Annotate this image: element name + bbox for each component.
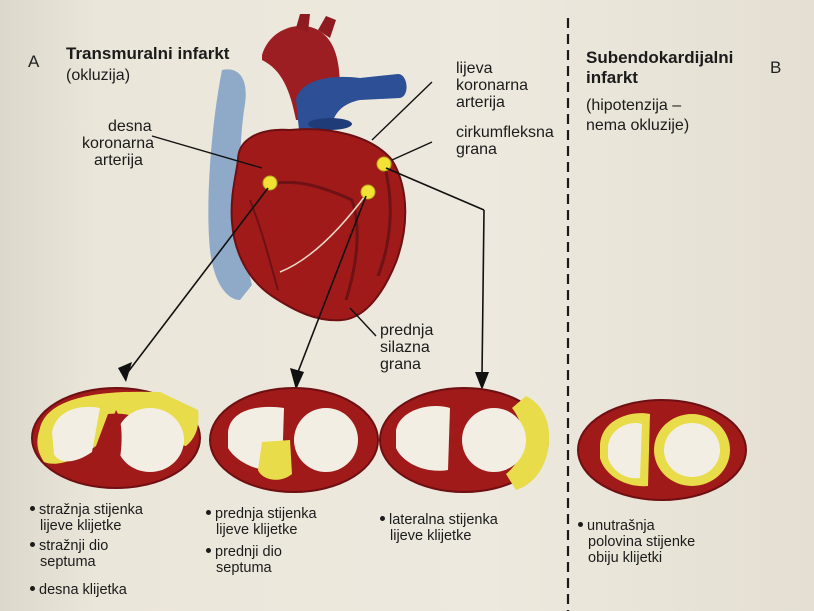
bullet-cs1-3: desna klijetka <box>30 582 127 598</box>
panel-a-letter: A <box>28 52 39 72</box>
bullet-text: prednja stijenka <box>215 506 317 522</box>
label-lijeva-2: koronarna <box>456 77 528 94</box>
bullet-cs1-1b: lijeve klijetke <box>40 518 121 534</box>
bullet-cs2-2b: septuma <box>216 560 272 576</box>
panel-b-subtitle-line1: (hipotenzija – <box>586 96 681 115</box>
arrow-head-3 <box>475 372 489 390</box>
bullet-text: unutrašnja <box>587 518 655 534</box>
label-prednja-2: silazna <box>380 339 430 356</box>
cross-section-1 <box>32 388 200 488</box>
bullet-cs3-1: lateralna stijenka <box>380 512 498 528</box>
bullet-text: prednji dio <box>215 544 282 560</box>
arrow-line-3b <box>482 210 484 376</box>
panel-b-letter: B <box>770 58 781 78</box>
bullet-text: stražnja stijenka <box>39 502 143 518</box>
panel-a-subtitle: (okluzija) <box>66 66 130 85</box>
arrow-head-1 <box>118 362 132 382</box>
bullet-cs2-2: prednji dio <box>206 544 282 560</box>
label-desna-1: desna <box>108 118 152 135</box>
bullet-cs2-1: prednja stijenka <box>206 506 317 522</box>
bullet-cs2-1b: lijeve klijetke <box>216 522 297 538</box>
cross-section-4 <box>578 400 746 500</box>
bullet-cs1-2b: septuma <box>40 554 96 570</box>
bullet-cs1-1: stražnja stijenka <box>30 502 143 518</box>
label-cirkumfleksna-2: grana <box>456 141 497 158</box>
label-prednja-3: grana <box>380 356 421 373</box>
bullet-text: desna klijetka <box>39 582 127 598</box>
label-lijeva-3: arterija <box>456 94 505 111</box>
panel-b-title-line1: Subendokardijalni <box>586 48 733 67</box>
bullet-cs4-1: unutrašnja <box>578 518 655 534</box>
label-desna-2: koronarna <box>82 135 154 152</box>
panel-a-title: Transmuralni infarkt <box>66 44 229 63</box>
bullet-cs4-1c: obiju klijetki <box>588 550 662 566</box>
bullet-cs4-1b: polovina stijenke <box>588 534 695 550</box>
leader-cirkumfleksna <box>392 142 432 160</box>
cross-section-2 <box>210 388 378 492</box>
cross-section-3 <box>380 388 549 492</box>
vessel-opening <box>308 118 352 130</box>
arrow-head-2 <box>290 368 304 390</box>
bullet-cs1-2: stražnji dio <box>30 538 108 554</box>
bullet-text: stražnji dio <box>39 538 108 554</box>
label-lijeva-1: lijeva <box>456 60 492 77</box>
label-cirkumfleksna-1: cirkumfleksna <box>456 124 554 141</box>
bullet-cs3-1b: lijeve klijetke <box>390 528 471 544</box>
label-prednja-1: prednja <box>380 322 433 339</box>
bullet-text: lateralna stijenka <box>389 512 498 528</box>
heart-body <box>232 129 406 320</box>
occlusion-marker <box>263 176 277 190</box>
label-desna-3: arterija <box>94 152 143 169</box>
occlusion-marker <box>361 185 375 199</box>
panel-b-subtitle-line2: nema okluzije) <box>586 116 689 135</box>
panel-b-title-line2: infarkt <box>586 68 638 87</box>
